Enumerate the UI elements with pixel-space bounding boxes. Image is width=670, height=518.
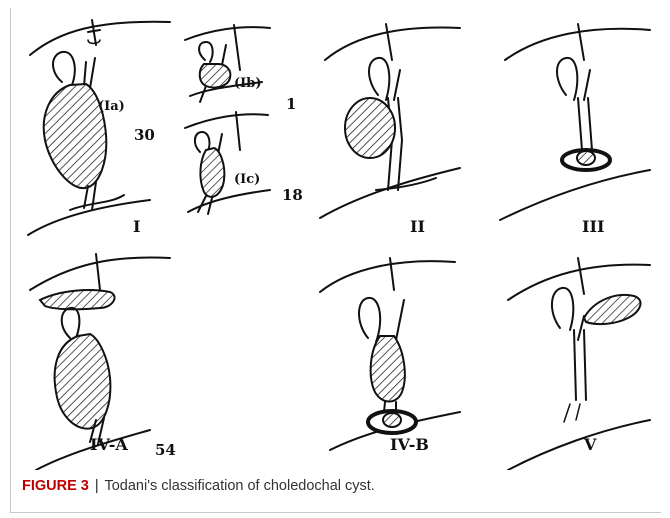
type-ia-sublabel: (Ia) xyxy=(98,99,125,114)
type-ivb-drawing xyxy=(320,258,460,450)
figure-caption: FIGURE 3 | Todani's classification of ch… xyxy=(22,478,652,494)
classification-diagram: (Ia) 30 (Ib) 1 (Ic) 18 I II III IV-A 54 … xyxy=(0,0,670,470)
type-ivb-label: IV-B xyxy=(390,435,429,454)
figure-caption-text: Todani's classification of choledochal c… xyxy=(104,478,374,494)
type-iii-drawing xyxy=(500,24,650,220)
type-i-label: I xyxy=(133,217,140,236)
figure-caption-label: FIGURE 3 xyxy=(22,478,89,494)
type-ic-sublabel: (Ic) xyxy=(234,172,260,187)
type-ib-count: 1 xyxy=(286,95,296,113)
type-v-drawing xyxy=(508,258,650,470)
type-ic-count: 18 xyxy=(282,186,303,204)
figure-caption-separator: | xyxy=(95,478,99,494)
type-iii-label: III xyxy=(582,217,604,236)
type-ia-count: 30 xyxy=(134,126,155,144)
type-ic-drawing xyxy=(185,112,270,214)
type-v-label: V xyxy=(583,435,597,454)
type-iva-count: 54 xyxy=(155,441,176,459)
type-iva-label: IV-A xyxy=(90,435,128,454)
type-ii-label: II xyxy=(410,217,425,236)
type-ii-drawing xyxy=(320,24,460,218)
type-ib-sublabel: (Ib) xyxy=(234,76,261,91)
